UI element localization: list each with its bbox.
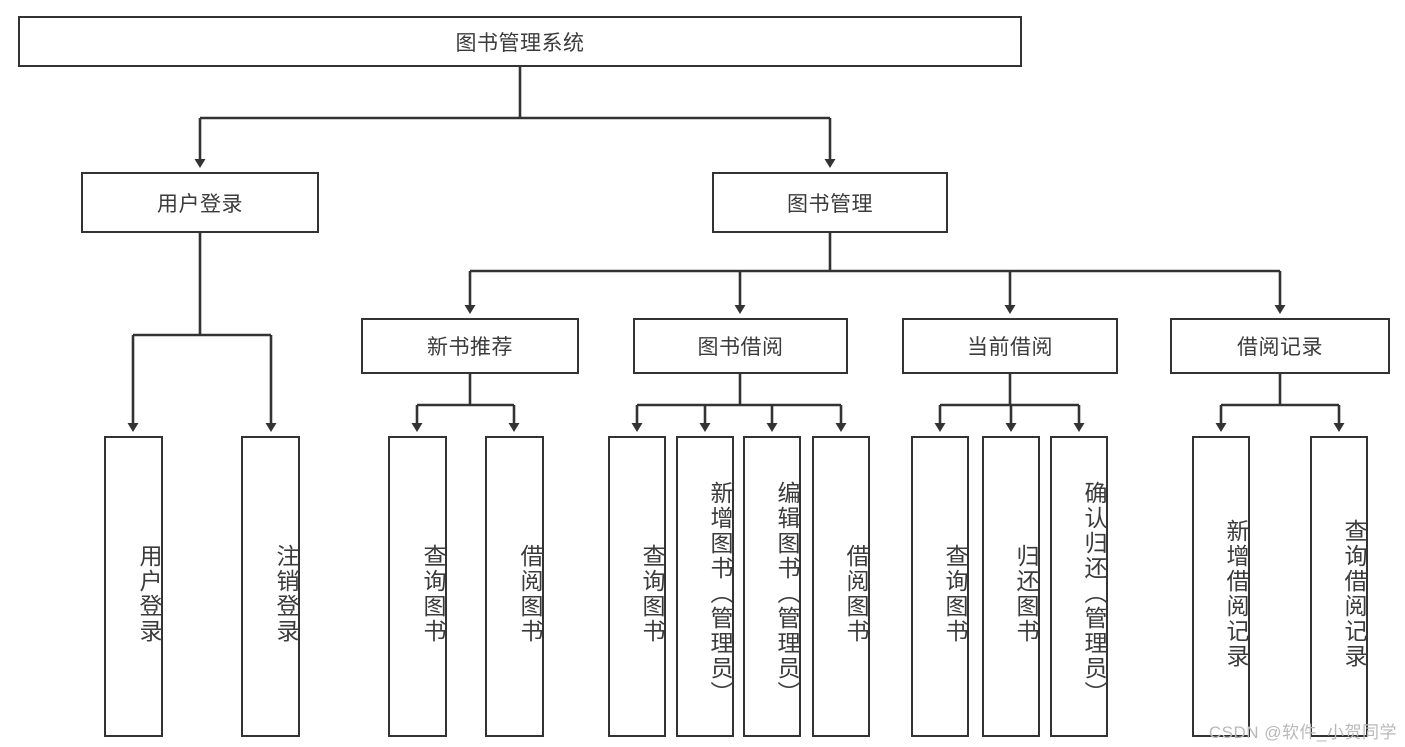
node-new-book-recommend-label: 新书推荐 [427,336,513,359]
node-leaf-logout[interactable]: 注销登录 [241,436,300,737]
node-leaf-add-record[interactable]: 新增借阅记录 [1192,436,1250,737]
node-leaf-return-book-label: 归还图书 [1013,543,1039,644]
node-leaf-query-book-cur-label: 查询图书 [942,543,968,644]
node-leaf-borrow-book-rec[interactable]: 借阅图书 [485,436,544,737]
node-root[interactable]: 图书管理系统 [18,16,1022,67]
node-leaf-query-book-rec[interactable]: 查询图书 [388,436,447,737]
node-leaf-add-record-label: 新增借阅记录 [1223,518,1249,669]
node-new-book-recommend[interactable]: 新书推荐 [361,318,579,374]
node-book-manage-label: 图书管理 [787,192,873,216]
node-leaf-confirm-return-label: 确认归还（管理员） [1081,481,1107,706]
watermark: CSDN @软件_小贺同学 [1208,723,1397,742]
node-leaf-logout-label: 注销登录 [273,543,299,644]
node-book-borrow[interactable]: 图书借阅 [633,318,848,374]
node-borrow-record-label: 借阅记录 [1237,336,1323,359]
node-leaf-user-login-label: 用户登录 [136,543,162,644]
node-leaf-add-book[interactable]: 新增图书（管理员） [676,436,734,737]
node-leaf-query-book-borrow-label: 查询图书 [639,543,665,644]
node-current-borrow[interactable]: 当前借阅 [902,318,1118,374]
node-leaf-edit-book-label: 编辑图书（管理员） [774,481,800,706]
node-leaf-query-record-label: 查询借阅记录 [1341,518,1367,669]
node-leaf-query-record[interactable]: 查询借阅记录 [1310,436,1368,737]
node-leaf-edit-book[interactable]: 编辑图书（管理员） [743,436,801,737]
node-leaf-add-book-label: 新增图书（管理员） [707,481,733,706]
node-book-manage[interactable]: 图书管理 [712,172,948,233]
node-leaf-return-book[interactable]: 归还图书 [982,436,1040,737]
node-borrow-record[interactable]: 借阅记录 [1170,318,1390,374]
node-user-login-label: 用户登录 [157,192,243,216]
node-leaf-user-login[interactable]: 用户登录 [104,436,163,737]
node-root-label: 图书管理系统 [455,31,585,55]
node-leaf-borrow-book-rec-label: 借阅图书 [517,543,543,644]
node-leaf-query-book-cur[interactable]: 查询图书 [911,436,969,737]
node-leaf-query-book-borrow[interactable]: 查询图书 [608,436,666,737]
node-book-borrow-label: 图书借阅 [697,336,784,359]
node-user-login[interactable]: 用户登录 [81,172,319,233]
node-current-borrow-label: 当前借阅 [967,336,1053,359]
node-leaf-borrow-book-borrow-label: 借阅图书 [843,543,869,644]
node-leaf-query-book-rec-label: 查询图书 [420,543,446,644]
node-leaf-borrow-book-borrow[interactable]: 借阅图书 [812,436,870,737]
node-leaf-confirm-return[interactable]: 确认归还（管理员） [1050,436,1108,737]
